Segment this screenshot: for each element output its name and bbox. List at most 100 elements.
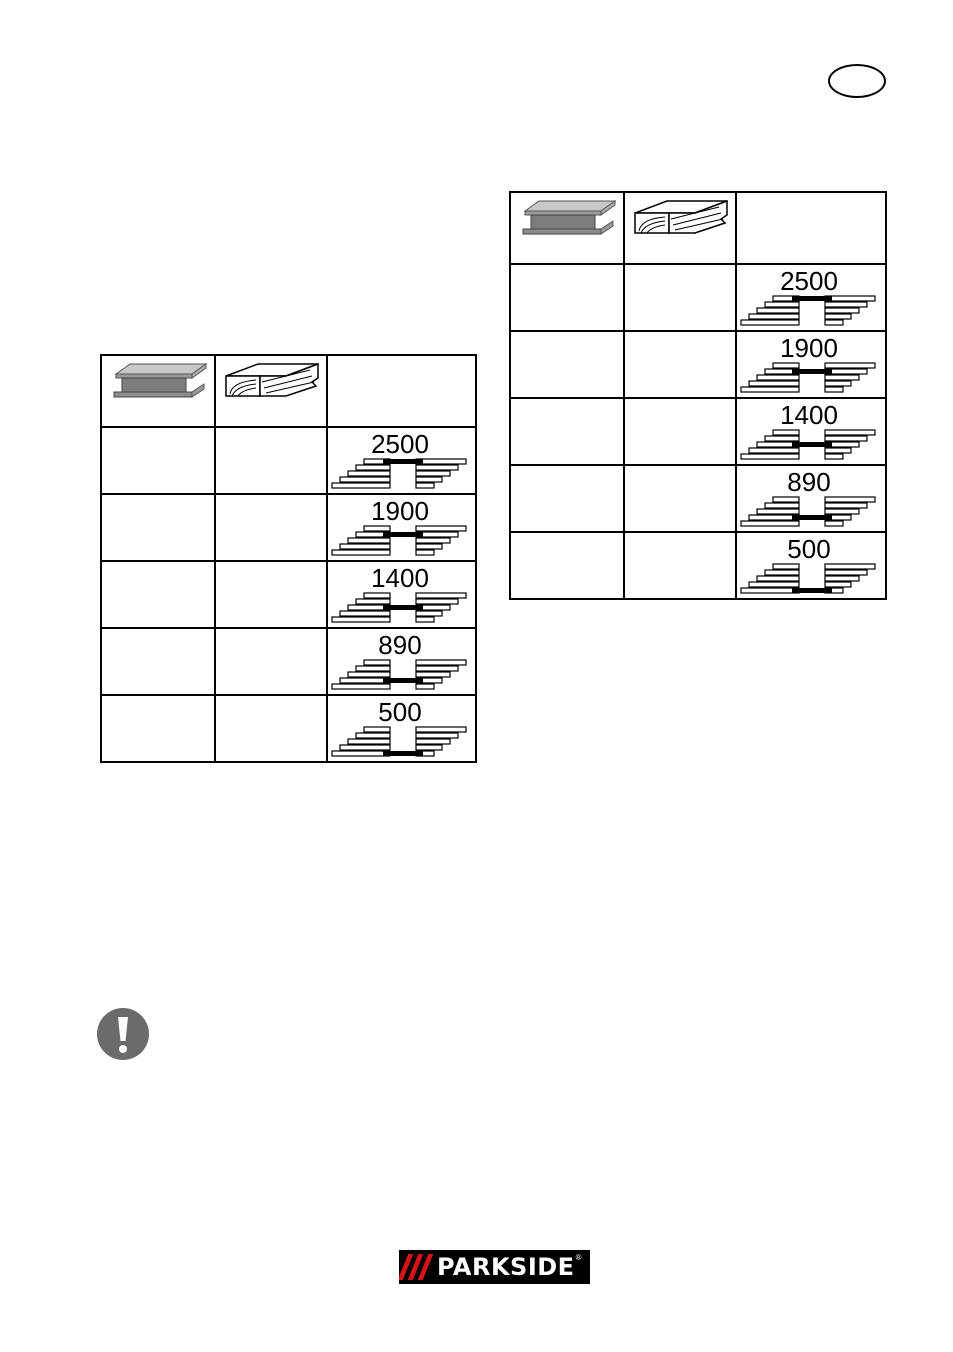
spindle-pulley-step [824,496,876,503]
spindle-pulley-step [824,313,852,320]
spindle-pulley-step [824,435,868,442]
spindle-pulley-step [824,307,860,314]
spindle-pulley-step [415,616,435,623]
spindle-pulley-step [824,295,876,302]
spindle-pulley-step [824,520,844,527]
belt-position [792,515,832,520]
spindle-pulley-step [824,563,876,570]
language-badge [828,64,886,98]
speed-cell: 1400 [735,397,887,466]
pulley-belt-icon: 1400 [740,400,876,460]
speed-column-header [326,354,477,428]
motor-pulley-step [740,520,800,527]
spindle-pulley-step [415,549,435,556]
speed-value: 500 [378,697,421,727]
speed-value: 890 [378,630,421,660]
motor-pulley-step [331,482,391,489]
motor-pulley-step [339,677,391,684]
spindle-pulley-step [415,537,451,544]
speed-value: 2500 [371,429,429,459]
parkside-logo: PARKSIDE ® [399,1250,590,1284]
belt-position [383,532,423,537]
belt-position [383,678,423,683]
belt-position [383,751,423,756]
pulley-belt-icon: 2500 [740,266,876,326]
motor-pulley-step [355,665,391,672]
wood-column-header [623,191,737,265]
spindle-pulley-step [824,319,844,326]
speed-cell: 1900 [735,330,887,399]
spindle-pulley-step [415,610,443,617]
motor-pulley-step [740,386,800,393]
motor-pulley-step [772,362,800,369]
motor-pulley-step [339,543,391,550]
motor-pulley-step [748,581,800,588]
spindle-pulley-step [415,458,467,465]
spindle-pulley-step [415,464,459,471]
spindle-pulley-step [415,598,459,605]
motor-pulley-step [331,750,391,757]
spindle-pulley-step [824,575,860,582]
motor-pulley-step [772,429,800,436]
logo-brand: PARKSIDE [437,1253,575,1281]
spindle-pulley-step [415,683,435,690]
motor-pulley-step [740,319,800,326]
motor-pulley-step [331,616,391,623]
steel-i-beam-icon [113,363,208,398]
speed-cell: 890 [735,464,887,533]
spindle-pulley-step [824,569,868,576]
spindle-pulley-step [415,470,451,477]
motor-pulley-step [363,726,391,733]
motor-pulley-step [740,453,800,460]
motor-pulley-step [331,549,391,556]
speed-cell: 1900 [326,493,477,562]
motor-pulley-step [347,738,391,745]
spindle-pulley-step [824,301,868,308]
metal-column-header [509,191,625,265]
belt-position [792,296,832,301]
spindle-pulley-step [824,581,852,588]
pulley-belt-icon: 500 [331,697,467,757]
spindle-pulley-step [415,482,435,489]
pulley-belt-icon: 1400 [331,563,467,623]
logo-stripes [399,1254,434,1280]
speed-value: 2500 [780,266,838,296]
motor-pulley-step [772,563,800,570]
speed-value: 1400 [371,563,429,593]
motor-pulley-step [363,525,391,532]
speed-value: 1400 [780,400,838,430]
motor-pulley-step [740,587,800,594]
spindle-pulley-step [415,476,443,483]
motor-pulley-step [772,496,800,503]
motor-pulley-step [748,380,800,387]
speed-cell: 890 [326,627,477,696]
motor-pulley-step [363,592,391,599]
speed-value: 1900 [371,496,429,526]
spindle-pulley-step [415,592,467,599]
pulley-belt-icon: 1900 [740,333,876,393]
motor-pulley-step [331,683,391,690]
motor-pulley-step [764,569,800,576]
motor-pulley-step [363,659,391,666]
speed-cell: 500 [326,694,477,763]
spindle-pulley-step [824,508,860,515]
pulley-belt-icon: 890 [331,630,467,690]
motor-pulley-step [339,476,391,483]
speed-cell: 500 [735,531,887,600]
belt-position [383,459,423,464]
belt-position [383,605,423,610]
pulley-belt-icon: 1900 [331,496,467,556]
pulley-belt-icon: 500 [740,534,876,594]
motor-pulley-step [756,575,800,582]
spindle-pulley-step [824,380,852,387]
spindle-pulley-step [415,726,467,733]
motor-pulley-step [756,374,800,381]
spindle-pulley-step [415,525,467,532]
spindle-pulley-step [824,386,844,393]
spindle-pulley-step [824,453,844,460]
motor-pulley-step [756,508,800,515]
motor-pulley-step [355,732,391,739]
spindle-pulley-step [415,659,467,666]
motor-pulley-step [347,671,391,678]
spindle-pulley-step [824,447,852,454]
